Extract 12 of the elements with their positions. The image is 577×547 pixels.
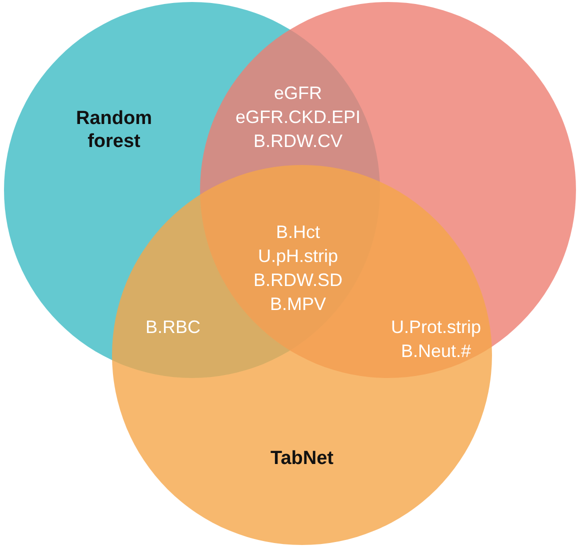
region-label: U.pH.strip [258, 246, 338, 267]
region-label: U.Prot.strip [390, 317, 482, 338]
region-label: B.Hct [276, 222, 320, 243]
region-label: B.RBC [146, 317, 200, 338]
region-label: eGFR [274, 83, 322, 104]
region-label: eGFR.CKD.EPI [235, 107, 361, 128]
set-label: TabNet [270, 447, 334, 470]
region-label: B.RDW.SD [254, 270, 342, 291]
region-label: B.MPV [270, 294, 326, 315]
region-label: B.Neut.# [400, 341, 472, 362]
region-label: B.RDW.CV [254, 131, 342, 152]
set-label: Random forest [75, 107, 153, 153]
